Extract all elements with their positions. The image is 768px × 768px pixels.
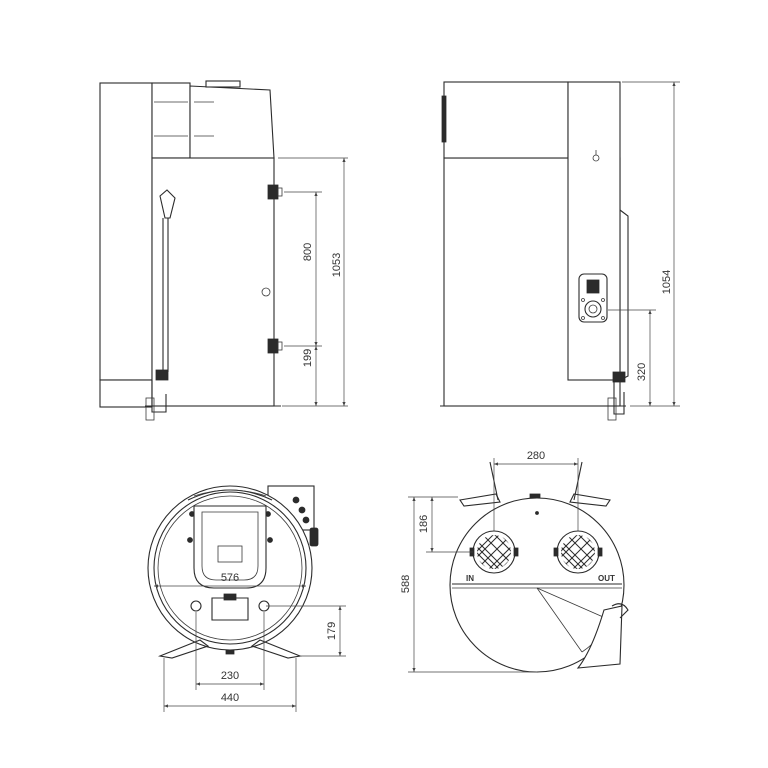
side-handle [159,189,176,219]
side-tank-body [151,157,275,407]
bottom-right-flange [569,493,611,507]
dim-label-440: 440 [221,692,239,704]
dim-label-576: 576 [221,572,239,584]
bottom-left-flange [459,493,501,507]
side-lower-fitting [267,338,279,354]
side-connector [261,287,271,297]
side-top-module [189,85,275,159]
side-rear-housing [99,82,153,381]
control-panel [578,273,608,323]
back-control-column [567,81,621,381]
bottom-side-spout [576,605,623,669]
top-view: 576 179 230 440 [147,485,346,712]
bottom-view: IN OUT [400,450,629,673]
back-top-module [443,81,569,159]
top-right-foot [250,639,303,659]
dim-label-186: 186 [418,515,430,533]
side-top-module-front [151,82,191,159]
back-drain-valve [612,371,626,383]
side-upper-fitting [267,184,279,200]
top-left-foot [157,639,210,659]
dim-label-588: 588 [400,575,412,593]
control-dial [584,300,602,318]
side-rear-base [99,379,153,408]
dim-label-320: 320 [636,363,648,381]
dim-label-280: 280 [527,450,545,462]
top-outlet [211,597,249,621]
control-display [586,279,600,294]
dim-label-1054: 1054 [661,270,673,294]
side-view: 800 199 1053 [99,80,348,421]
side-top-vent [205,80,241,88]
back-view: 320 1054 [440,81,680,421]
top-control-cover [193,505,267,589]
back-top-latch [441,95,447,143]
label-out: OUT [598,574,615,583]
dim-label-230: 230 [221,670,239,682]
duct-out [553,530,603,574]
dim-label-1053: 1053 [331,253,343,277]
top-left-port [190,600,202,612]
side-valve [155,369,169,381]
dim-label-199: 199 [302,349,314,367]
dim-label-179: 179 [326,622,338,640]
top-display-window [217,545,243,563]
dim-label-800: 800 [302,243,314,261]
label-in: IN [466,574,474,583]
top-side-fitting [309,527,319,547]
